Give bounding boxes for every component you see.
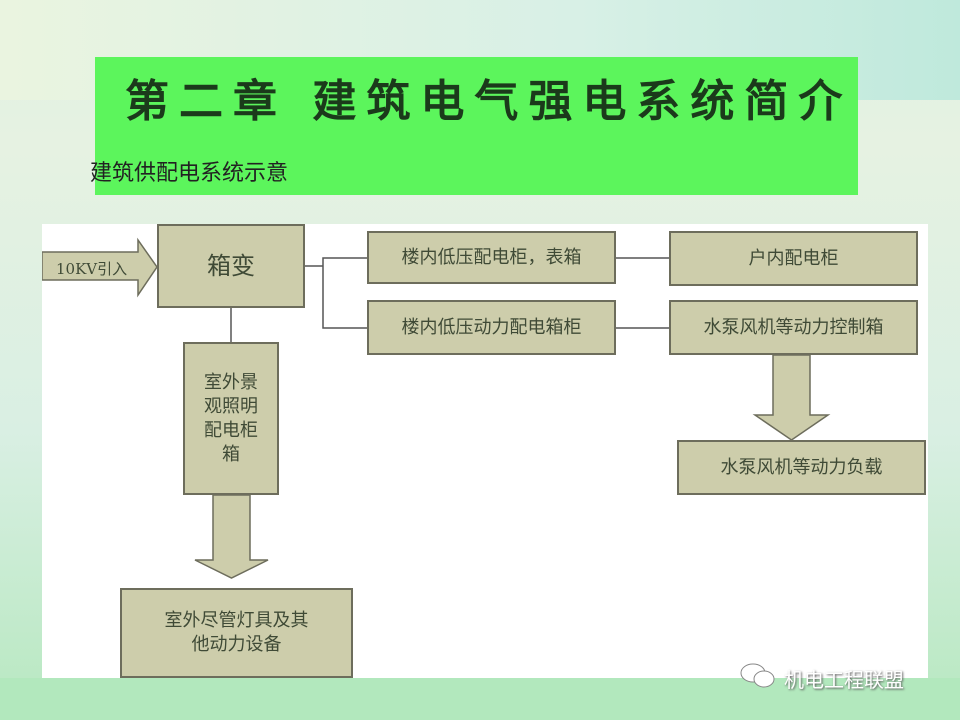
slide-subtitle: 建筑供配电系统示意 [90,161,289,186]
input-arrow-shape [42,237,158,298]
input-arrow-label: 10KV引入 [56,260,128,278]
outdoor-lighting-cabinet: 室外景观照明配电柜箱 [183,342,279,495]
pump-fan-control-box: 水泵风机等动力控制箱 [669,300,918,355]
diagram: 10KV引入 箱变 室外景观照明配电柜箱 室外尽管灯具及其他动力设备 楼内低压配… [42,224,928,678]
pump-fan-load: 水泵风机等动力负载 [677,440,926,495]
watermark-text: 机电工程联盟 [784,668,904,692]
down-arrow-icon [194,494,269,579]
diagram-connectors [42,237,831,579]
title-band: 第二章 建筑电气强电系统简介 建筑供配电系统示意 [90,57,858,195]
outdoor-equipment: 室外尽管灯具及其他动力设备 [120,588,353,678]
wechat-icon [740,662,776,695]
lv-power-cabinet: 楼内低压动力配电箱柜 [367,300,616,355]
background-band-bottom [0,678,960,720]
slide-title: 第二章 建筑电气强电系统简介 [125,76,853,127]
down-arrow-icon [752,354,831,441]
connector-line [305,257,367,329]
box-transformer: 箱变 [157,224,305,308]
watermark: 机电工程联盟 [740,662,904,695]
indoor-distribution-cabinet: 户内配电柜 [669,231,918,286]
lv-distribution-cabinet: 楼内低压配电柜，表箱 [367,231,616,284]
